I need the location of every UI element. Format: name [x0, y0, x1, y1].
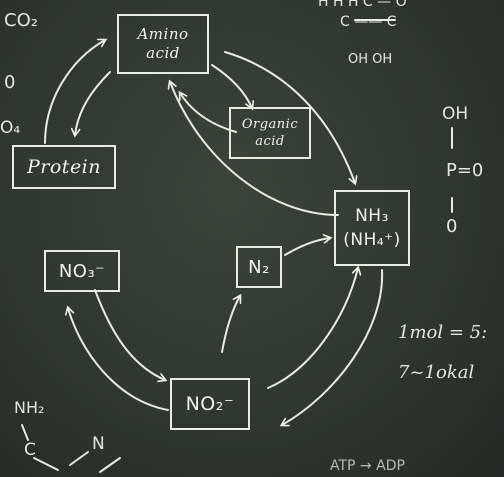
mol-note-line2: 7~1okal: [398, 362, 475, 383]
arrow-amino-acid-to-organic-acid: [211, 64, 255, 111]
zero-text-left: 0: [4, 72, 16, 93]
arrow-amino-acid-to-protein: [70, 71, 111, 138]
arrow-organic-acid-to-amino-acid: [178, 90, 237, 133]
nitrogen-label: N₂: [248, 256, 270, 278]
bottom-equation-text: ATP → ADP: [330, 458, 405, 474]
nitrite-label: NO₂⁻: [185, 393, 235, 415]
arrow-protein-to-amino-acid: [44, 38, 108, 144]
ammonia-label-line2: (NH₄⁺): [343, 230, 401, 250]
amino-acid-node: Amino acid: [117, 14, 209, 74]
arrow-nitrite-to-nitrate: [65, 305, 169, 411]
amino-acid-label-line2: acid: [146, 44, 180, 62]
protein-label: Protein: [27, 156, 101, 178]
nitrate-node: NO₃⁻: [44, 250, 120, 292]
phosphate-p-text: P=0: [446, 160, 484, 181]
organic-acid-label-line2: acid: [255, 134, 285, 149]
protein-node: Protein: [12, 145, 116, 189]
c-bottom-text: C: [24, 440, 36, 460]
arrow-nitrogen-to-ammonia: [284, 234, 333, 256]
ammonia-label-line1: NH₃: [355, 206, 389, 226]
arrow-nitrite-to-ammonia: [267, 265, 362, 389]
top-structure-line3: OH OH: [348, 52, 393, 67]
arrow-amino-acid-to-ammonia: [224, 51, 358, 186]
organic-acid-label-line1: Organic: [241, 117, 299, 132]
arrow-ammonia-to-amino-acid: [167, 79, 339, 216]
nitrite-node: NO₂⁻: [170, 378, 250, 430]
organic-acid-node: Organic acid: [229, 107, 311, 159]
chalk-bond-bottom: [21, 424, 121, 473]
nitrogen-node: N₂: [236, 246, 282, 288]
o4-text: O₄: [0, 118, 21, 138]
mol-note-line1: 1mol = 5:: [398, 322, 488, 343]
top-structure-line2: C —— C: [340, 14, 397, 30]
co2-text: CO₂: [4, 10, 38, 31]
top-structure-line1: H H H C — O: [318, 0, 407, 10]
arrow-ammonia-to-nitrite: [279, 269, 384, 427]
n-bottom-text: N: [92, 434, 105, 454]
arrow-nitrite-to-nitrogen: [221, 293, 242, 353]
amino-acid-label-line1: Amino: [137, 25, 189, 43]
ammonia-node: NH₃ (NH₄⁺): [334, 190, 410, 266]
arrow-nitrate-to-nitrite: [94, 289, 168, 383]
phosphate-oh-text: OH: [442, 104, 469, 124]
phosphate-o-text: 0: [446, 216, 458, 237]
nh2-text: NH₂: [14, 398, 45, 417]
nitrate-label: NO₃⁻: [58, 260, 106, 282]
